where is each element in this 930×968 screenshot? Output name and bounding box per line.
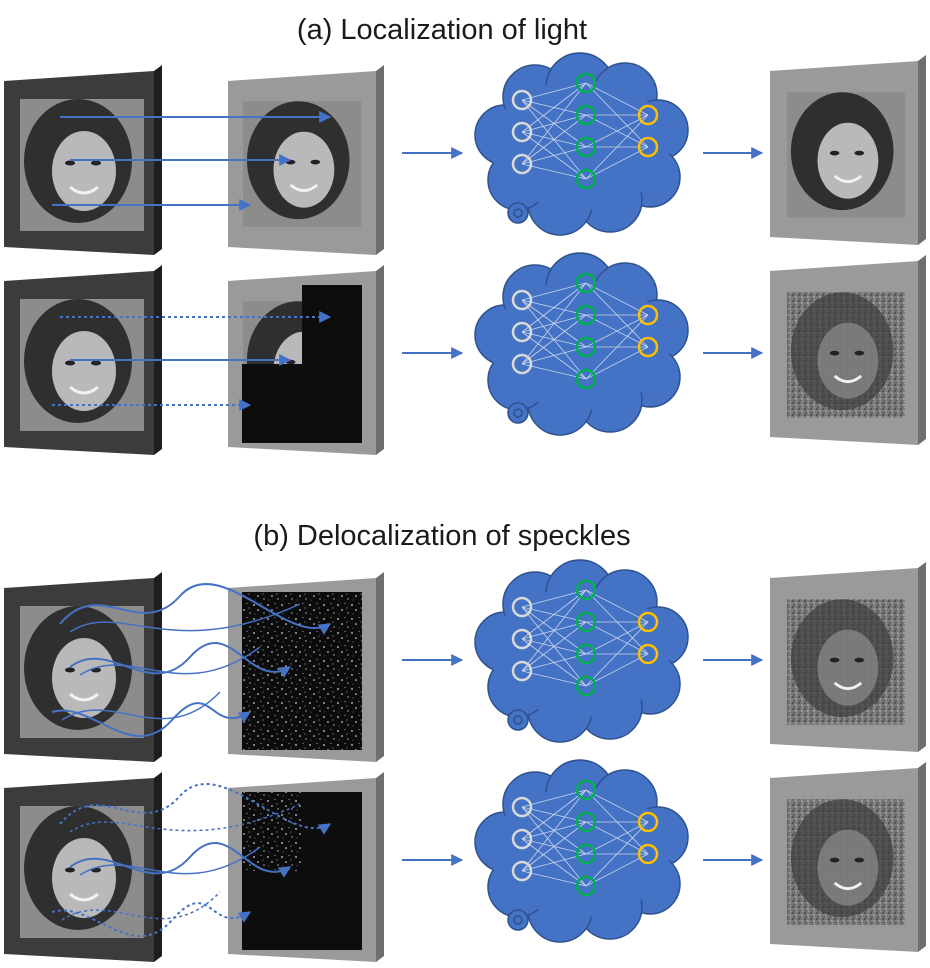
hidden-neuron xyxy=(575,811,597,833)
output-neuron xyxy=(637,843,659,865)
hidden-neuron xyxy=(575,779,597,801)
input-neuron xyxy=(511,596,533,618)
diagram-row xyxy=(4,559,926,762)
face-image xyxy=(20,606,144,738)
output-neuron xyxy=(637,811,659,833)
light-path-arrow xyxy=(69,842,292,878)
output-image-plate xyxy=(770,255,926,445)
hidden-neuron xyxy=(575,136,597,158)
section-b-title: (b) Delocalization of speckles xyxy=(253,520,630,552)
diagram-row xyxy=(4,759,926,962)
neural-network-cloud xyxy=(474,52,689,236)
hidden-neuron xyxy=(575,875,597,897)
scattered-path xyxy=(79,846,261,876)
output-neuron xyxy=(637,611,659,633)
light-path-arrow xyxy=(59,583,332,635)
face-image xyxy=(787,92,905,218)
light-path-arrow xyxy=(51,902,252,937)
output-neuron xyxy=(637,336,659,358)
hidden-neuron xyxy=(575,72,597,94)
light-path-arrow xyxy=(51,702,252,737)
hidden-neuron xyxy=(575,368,597,390)
scattered-path xyxy=(79,646,261,676)
output-neuron xyxy=(637,643,659,665)
face-image xyxy=(787,292,905,418)
neural-network-cloud xyxy=(474,759,689,943)
hidden-neuron xyxy=(575,579,597,601)
input-neuron xyxy=(511,828,533,850)
neural-network-cloud xyxy=(474,559,689,743)
input-neuron xyxy=(511,796,533,818)
neural-network-cloud xyxy=(474,252,689,436)
diagram-row xyxy=(4,52,926,255)
face-image xyxy=(787,799,905,925)
medium-plate xyxy=(228,772,384,962)
input-neuron xyxy=(511,353,533,375)
scattered-path xyxy=(61,891,221,921)
section-a-title: (a) Localization of light xyxy=(297,14,587,46)
face-image xyxy=(243,101,361,227)
light-path-arrow xyxy=(59,783,332,835)
blocked-quadrant xyxy=(242,871,362,950)
output-image-plate xyxy=(770,762,926,952)
speckle-pattern xyxy=(242,592,362,750)
hidden-neuron xyxy=(575,272,597,294)
hidden-neuron xyxy=(575,304,597,326)
input-neuron xyxy=(511,89,533,111)
scattered-path xyxy=(69,603,301,633)
blocked-quadrant xyxy=(302,792,362,871)
output-image-plate xyxy=(770,562,926,752)
medium-plate xyxy=(228,572,384,762)
blocked-quadrant xyxy=(242,364,362,443)
hidden-neuron xyxy=(575,611,597,633)
hidden-neuron xyxy=(575,843,597,865)
input-neuron xyxy=(511,628,533,650)
blocked-quadrant xyxy=(302,285,362,364)
output-image-plate xyxy=(770,55,926,245)
output-neuron xyxy=(637,136,659,158)
diagram-row xyxy=(4,252,926,455)
hidden-neuron xyxy=(575,643,597,665)
light-path-arrow xyxy=(69,642,292,678)
output-neuron xyxy=(637,304,659,326)
hidden-neuron xyxy=(575,104,597,126)
input-neuron xyxy=(511,153,533,175)
face-image xyxy=(20,99,144,231)
input-image-plate xyxy=(4,572,162,762)
input-neuron xyxy=(511,660,533,682)
scattered-path xyxy=(69,803,301,833)
face-image xyxy=(20,299,144,431)
hidden-neuron xyxy=(575,675,597,697)
input-neuron xyxy=(511,860,533,882)
output-neuron xyxy=(637,104,659,126)
input-neuron xyxy=(511,121,533,143)
face-image xyxy=(20,806,144,938)
input-image-plate xyxy=(4,772,162,962)
hidden-neuron xyxy=(575,336,597,358)
scattered-path xyxy=(61,691,221,721)
speckle-pattern xyxy=(242,792,302,871)
input-neuron xyxy=(511,289,533,311)
face-image xyxy=(787,599,905,725)
input-neuron xyxy=(511,321,533,343)
hidden-neuron xyxy=(575,168,597,190)
